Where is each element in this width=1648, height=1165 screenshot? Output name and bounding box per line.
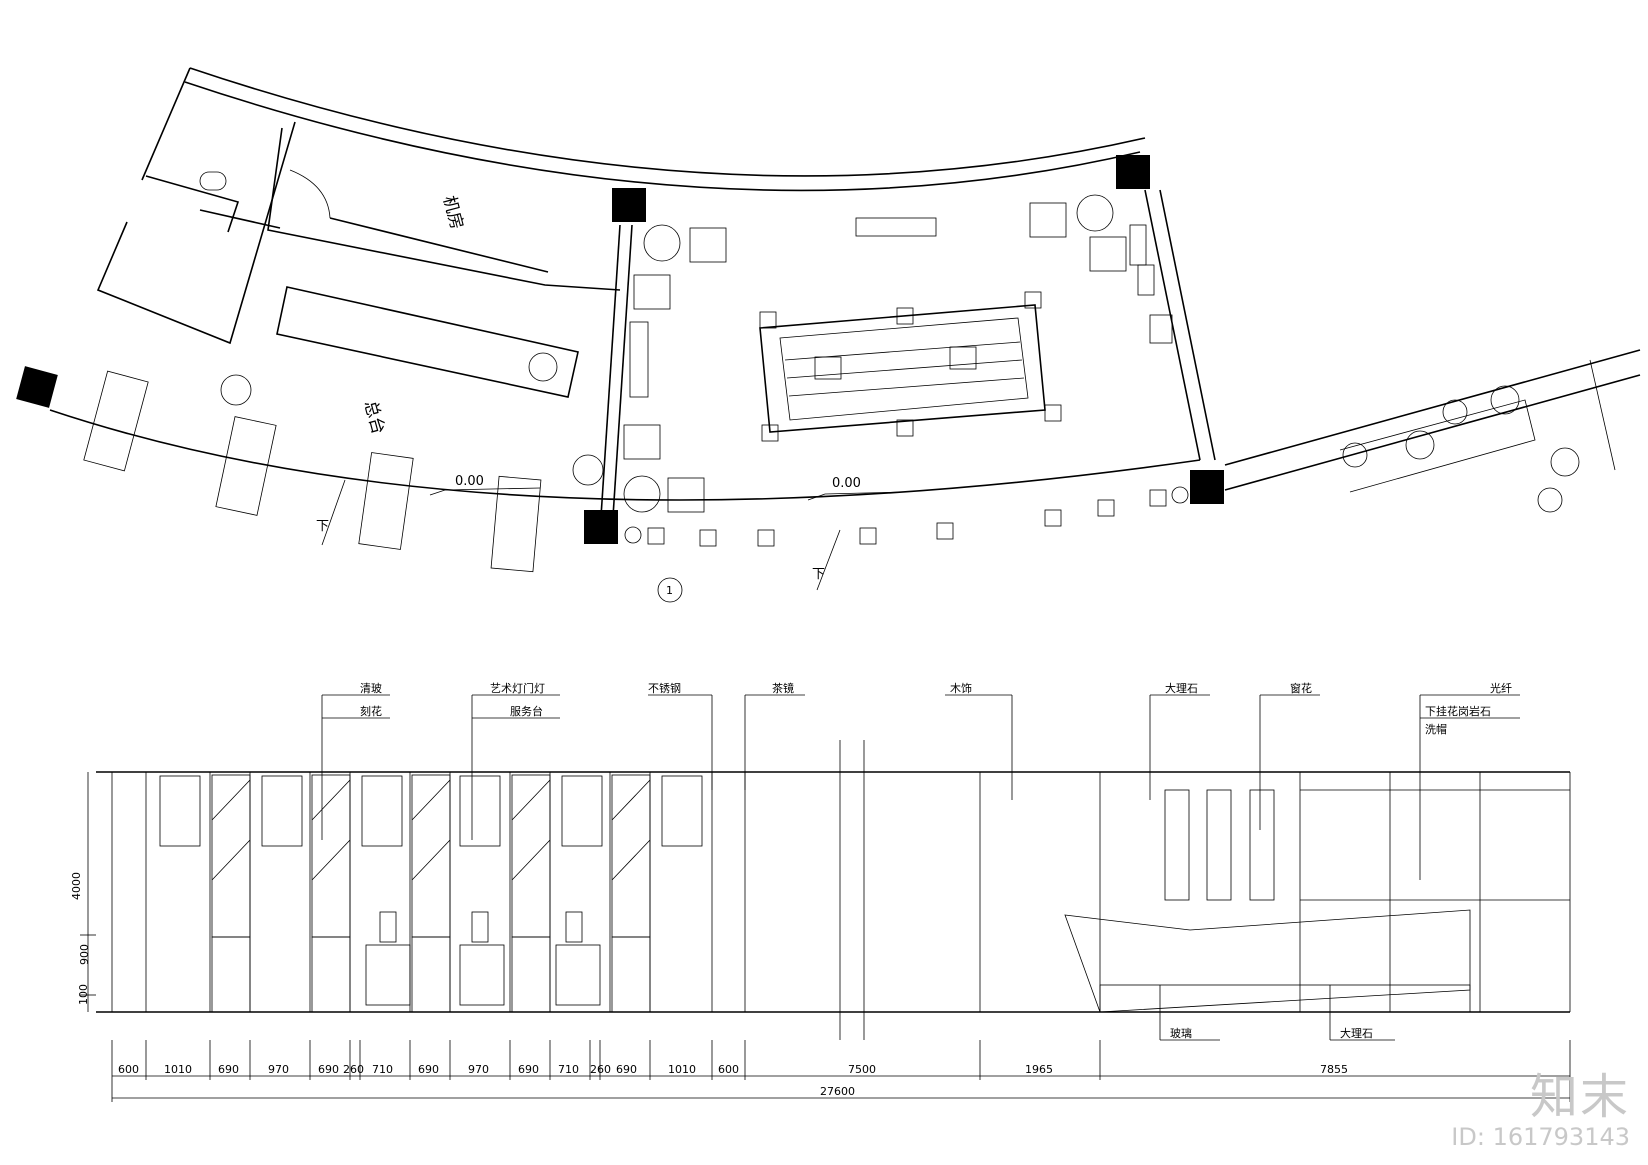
dim-3: 690 <box>218 1063 239 1076</box>
callout-clear-glass: 清玻 <box>360 682 382 695</box>
dim-8: 690 <box>418 1063 439 1076</box>
dim-15: 600 <box>718 1063 739 1076</box>
callout-service-counter: 服务台 <box>510 704 543 718</box>
dim-14: 1010 <box>668 1063 696 1076</box>
callout-marble-bottom: 大理石 <box>1340 1026 1373 1040</box>
callout-stainless-steel: 不锈钢 <box>648 682 681 695</box>
callout-fiber-optic: 光纤 <box>1490 681 1512 695</box>
dim-5: 690 <box>318 1063 339 1076</box>
dim-9: 970 <box>468 1063 489 1076</box>
callout-etched: 刻花 <box>360 704 382 718</box>
elevation: 清玻 刻花 艺术灯门灯 服务台 不锈钢 茶镜 木饰 大理石 窗花 光纤 下挂花岗… <box>70 681 1571 1102</box>
height-4000: 4000 <box>70 872 83 900</box>
callout-art-lamp: 艺术灯门灯 <box>490 681 545 695</box>
dim-18: 7855 <box>1320 1063 1348 1076</box>
callout-glass-bottom: 玻璃 <box>1170 1026 1192 1040</box>
floor-plan: 机房 总台 0.00 0.00 下 下 1 <box>16 67 1641 603</box>
dim-12: 260 <box>590 1063 611 1076</box>
callout-marble: 大理石 <box>1165 681 1198 695</box>
callout-wood-finish: 木饰 <box>950 681 972 695</box>
height-900: 900 <box>78 944 91 965</box>
level-label-2: 0.00 <box>832 476 861 491</box>
dim-total: 27600 <box>820 1085 855 1098</box>
callout-cap: 洗帽 <box>1425 723 1447 736</box>
dim-17: 1965 <box>1025 1063 1053 1076</box>
machine-room-label: 机房 <box>439 194 467 232</box>
callout-tea-mirror: 茶镜 <box>772 681 794 695</box>
dim-16: 7500 <box>848 1063 876 1076</box>
callout-window-grille: 窗花 <box>1290 681 1312 695</box>
dim-10: 690 <box>518 1063 539 1076</box>
watermark-logo: 知末 <box>1529 1069 1630 1125</box>
dim-11: 710 <box>558 1063 579 1076</box>
stairs-down-label-2: 下 <box>812 567 825 582</box>
dim-2: 1010 <box>164 1063 192 1076</box>
dim-7: 710 <box>372 1063 393 1076</box>
watermark: 知末 ID: 161793143 <box>1451 1071 1630 1151</box>
watermark-id: ID: 161793143 <box>1451 1123 1630 1151</box>
dim-13: 690 <box>616 1063 637 1076</box>
front-desk-label: 总台 <box>360 399 388 437</box>
height-100: 100 <box>77 984 90 1005</box>
dim-1: 600 <box>118 1063 139 1076</box>
dim-4: 970 <box>268 1063 289 1076</box>
stairs-down-label-1: 下 <box>316 519 329 534</box>
level-label-1: 0.00 <box>455 474 484 489</box>
section-mark: 1 <box>666 584 673 597</box>
callout-granite: 下挂花岗岩石 <box>1425 704 1491 718</box>
dim-6: 260 <box>343 1063 364 1076</box>
